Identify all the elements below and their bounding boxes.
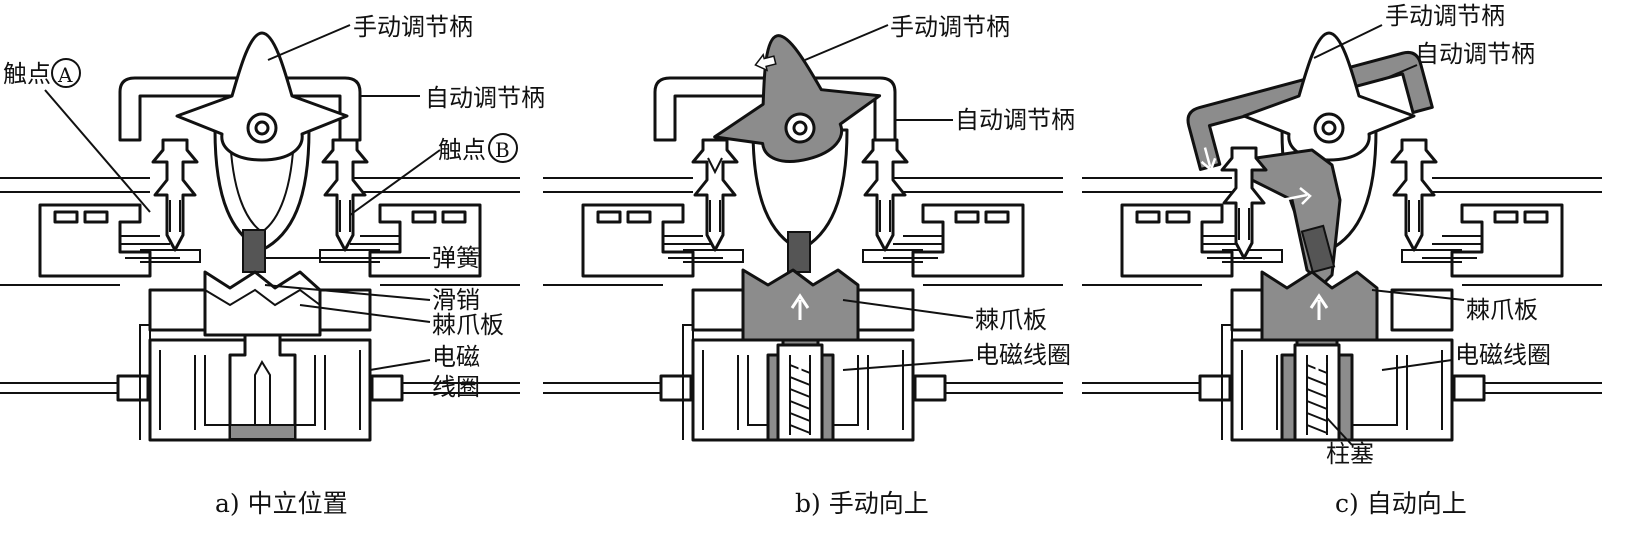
contact-b-circle-icon — [488, 133, 518, 163]
label-c-plunger: 柱塞 — [1326, 440, 1374, 468]
label-b-auto-handle: 自动调节柄 — [955, 106, 1075, 134]
label-a-contact-b: 触点 — [438, 136, 486, 164]
label-a-contact-a: 触点 — [3, 60, 51, 88]
label-b-manual-handle: 手动调节柄 — [890, 13, 1010, 41]
caption-a: a) 中立位置 — [215, 489, 348, 518]
label-a-coil-1: 电磁 — [432, 343, 480, 371]
label-c-auto-handle: 自动调节柄 — [1415, 40, 1535, 68]
label-a-manual-handle: 手动调节柄 — [353, 13, 473, 41]
label-c-manual-handle: 手动调节柄 — [1385, 2, 1505, 30]
label-a-coil-2: 线圈 — [432, 373, 480, 401]
label-b-coil: 电磁线圈 — [975, 341, 1071, 369]
label-a-contact-b-mark: B — [495, 138, 510, 162]
manual-handle-a — [175, 31, 349, 162]
label-c-coil: 电磁线圈 — [1455, 341, 1551, 369]
label-a-slide-pin: 滑销 — [432, 286, 480, 314]
label-a-ratchet-plate: 棘爪板 — [432, 311, 504, 339]
caption-c: c) 自动向上 — [1335, 489, 1467, 518]
auto-handle-c — [1186, 50, 1434, 172]
label-a-contact-a-mark: A — [57, 63, 73, 87]
ratchet-plate-a — [203, 270, 322, 337]
label-b-ratchet-plate: 棘爪板 — [975, 306, 1047, 334]
panel-c-auto-up — [1080, 24, 1604, 446]
contact-a-circle-icon — [51, 58, 81, 88]
manual-handle-b — [693, 13, 892, 182]
manual-handle-c — [1242, 31, 1416, 162]
panel-a-neutral — [0, 24, 522, 442]
caption-b: b) 手动向上 — [795, 489, 929, 518]
label-c-ratchet-plate: 棘爪板 — [1466, 296, 1538, 324]
panel-b-manual-up — [541, 13, 1065, 442]
label-a-auto-handle: 自动调节柄 — [425, 84, 545, 112]
label-a-spring: 弹簧 — [432, 244, 480, 272]
